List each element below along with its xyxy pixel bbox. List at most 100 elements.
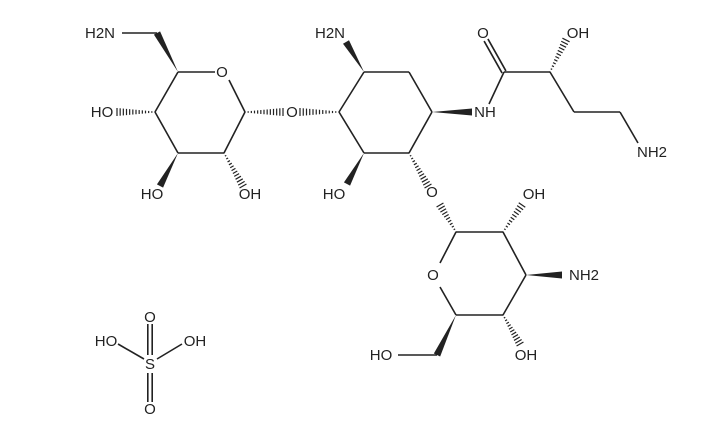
- atom-label-oh-a: OH: [239, 186, 262, 203]
- hash-stroke: [224, 154, 227, 157]
- hash-stroke: [512, 334, 519, 339]
- atom-label-nh: NH: [474, 104, 496, 121]
- hash-stroke: [559, 43, 567, 48]
- double-bond: [487, 38, 507, 72]
- double-bond: [483, 40, 503, 74]
- wedge-bond: [432, 108, 472, 116]
- single-bond: [619, 111, 639, 144]
- hash-stroke: [509, 329, 515, 333]
- hash-stroke: [227, 160, 231, 163]
- single-bond: [338, 111, 365, 154]
- hash-stroke: [511, 213, 517, 218]
- single-bond: [549, 71, 575, 113]
- single-bond: [439, 231, 457, 264]
- hash-stroke: [231, 167, 236, 172]
- hash-stroke: [553, 59, 558, 62]
- hash-stroke: [508, 219, 513, 223]
- atom-label-ho-a: HO: [91, 104, 114, 121]
- hash-stroke: [551, 65, 555, 68]
- hashed-bond: [436, 202, 457, 233]
- hashed-bond: [223, 152, 247, 189]
- hash-stroke: [510, 216, 515, 221]
- wedge-bond: [343, 153, 364, 186]
- hash-stroke: [441, 211, 448, 216]
- hash-stroke: [228, 162, 233, 166]
- atom-label-nh2-b: H2N: [315, 25, 345, 42]
- hash-stroke: [516, 341, 524, 347]
- hash-stroke: [507, 324, 512, 327]
- hashed-bond: [408, 152, 432, 189]
- hash-stroke: [502, 231, 504, 233]
- hash-stroke: [515, 208, 522, 213]
- hashed-bond: [116, 108, 156, 116]
- hashed-bond: [502, 202, 526, 233]
- hashed-bond: [299, 108, 340, 116]
- single-bond: [338, 71, 365, 113]
- hash-stroke: [503, 228, 506, 231]
- hash-stroke: [503, 316, 506, 319]
- single-bond: [502, 231, 527, 276]
- hash-stroke: [438, 205, 446, 211]
- hash-stroke: [424, 183, 432, 189]
- atom-label-o-link2: O: [426, 184, 438, 201]
- hash-stroke: [550, 68, 553, 70]
- single-bond: [488, 71, 505, 105]
- hash-stroke: [414, 165, 419, 169]
- hashed-bond: [244, 108, 284, 116]
- hash-stroke: [514, 338, 522, 344]
- atom-label-o-ring1: O: [216, 64, 228, 81]
- hash-stroke: [506, 321, 510, 325]
- atom-label-nh2-a: H2N: [85, 25, 115, 42]
- hash-stroke: [552, 62, 556, 65]
- hash-stroke: [502, 314, 504, 316]
- hash-stroke: [413, 162, 418, 166]
- wedge-bond: [433, 315, 456, 357]
- hash-stroke: [421, 178, 429, 183]
- atom-label-ho-b: HO: [141, 186, 164, 203]
- atom-label-o-s-bottom: O: [144, 401, 156, 418]
- hash-stroke: [417, 170, 423, 175]
- atom-label-o-carbonyl: O: [477, 25, 489, 42]
- hash-stroke: [513, 210, 520, 216]
- single-bond: [154, 71, 179, 113]
- atom-label-nh2-c: NH2: [637, 144, 667, 161]
- hash-stroke: [445, 216, 451, 221]
- hash-stroke: [410, 157, 414, 160]
- atom-label-o-ring2: O: [427, 267, 439, 284]
- hash-stroke: [449, 222, 453, 226]
- single-bond: [117, 343, 145, 360]
- atom-label-oh-b: OH: [567, 25, 590, 42]
- hash-stroke: [232, 170, 238, 175]
- single-bond: [228, 79, 246, 113]
- single-bond: [502, 274, 527, 316]
- single-bond: [408, 111, 433, 154]
- hash-stroke: [235, 175, 242, 180]
- hash-stroke: [440, 208, 447, 213]
- wedge-bond: [156, 153, 178, 188]
- hash-stroke: [505, 225, 509, 228]
- single-bond: [408, 71, 433, 113]
- wedge-bond: [342, 40, 364, 72]
- single-bond: [223, 111, 246, 154]
- hash-stroke: [236, 178, 244, 183]
- hash-stroke: [409, 154, 412, 157]
- hash-stroke: [518, 202, 526, 208]
- single-bond: [154, 111, 179, 154]
- atom-label-ho-d: HO: [370, 347, 393, 364]
- hash-stroke: [516, 205, 524, 211]
- atom-label-ho-s: HO: [95, 333, 118, 350]
- single-bond: [439, 286, 457, 316]
- hash-stroke: [560, 40, 569, 46]
- hash-stroke: [447, 219, 452, 223]
- atom-label-ho-c: HO: [323, 186, 346, 203]
- hash-stroke: [507, 222, 511, 226]
- hash-stroke: [504, 319, 508, 322]
- hash-stroke: [422, 180, 430, 186]
- hash-stroke: [416, 167, 421, 172]
- hash-stroke: [556, 52, 562, 57]
- hash-stroke: [558, 46, 565, 51]
- hash-stroke: [443, 213, 449, 218]
- hash-stroke: [557, 49, 563, 54]
